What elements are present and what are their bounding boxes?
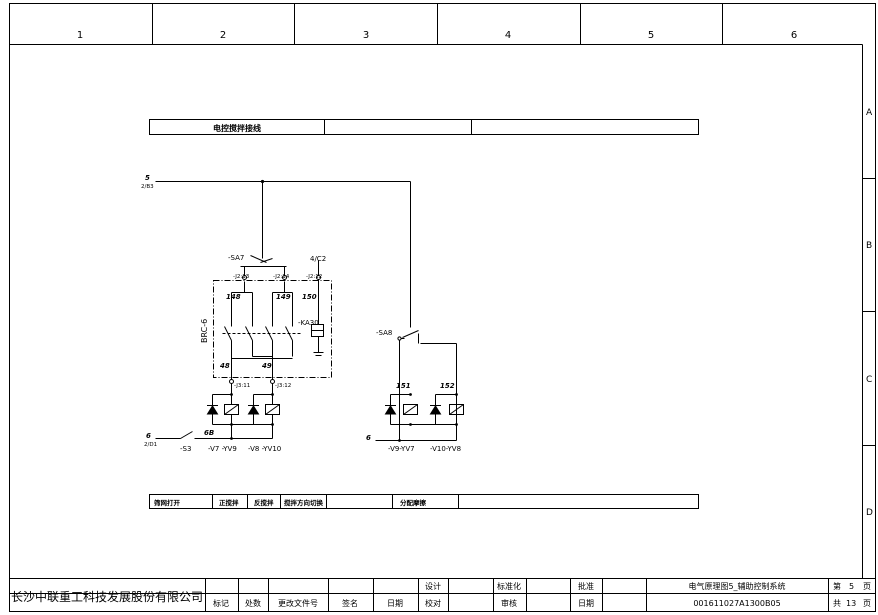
title-cell: 批准 bbox=[578, 581, 594, 591]
cross-ref: 4/C2 bbox=[310, 255, 326, 263]
wire-label: 150 bbox=[302, 293, 317, 301]
page-number: 5 bbox=[849, 582, 854, 591]
total-unit: 页 bbox=[863, 599, 871, 608]
column-label: 6 bbox=[791, 30, 797, 41]
title-cell: 标准化 bbox=[497, 581, 521, 591]
wire-label: 49 bbox=[262, 362, 272, 370]
switch-label: -SA7 bbox=[228, 254, 244, 262]
row-label: C bbox=[866, 375, 872, 385]
switch-label: -SA8 bbox=[376, 329, 392, 337]
total-label: 共 bbox=[833, 599, 841, 608]
coil-label: -KA30 bbox=[298, 319, 319, 327]
row-label: D bbox=[866, 508, 873, 518]
terminal-label: -J2:13 bbox=[233, 274, 250, 280]
terminal-label: -J3:11 bbox=[234, 383, 250, 389]
cross-ref: 2/D1 bbox=[144, 442, 157, 448]
title-cell: 审核 bbox=[501, 598, 517, 608]
wire-label: 149 bbox=[276, 293, 291, 301]
bottom-bar-label: 搅拌方向切换 bbox=[284, 498, 324, 507]
valve-label: -V10-YV8 bbox=[430, 445, 461, 453]
page-label: 第 bbox=[833, 581, 841, 591]
title-cell: 签名 bbox=[342, 598, 358, 608]
wire-label: 48 bbox=[220, 362, 230, 370]
drawing-number: 001611027A1300B05 bbox=[693, 599, 780, 608]
valve-label: -V9-YV7 bbox=[388, 445, 415, 453]
page-unit: 页 bbox=[863, 582, 871, 591]
title-cell: 日期 bbox=[578, 599, 594, 608]
drawing-title: 电气原理图5_辅助控制系统 bbox=[688, 581, 785, 591]
bottom-bar-label: 正搅拌 bbox=[219, 498, 239, 507]
valve-label: -V7 -YV9 bbox=[208, 445, 237, 453]
terminal-label: -J3:12 bbox=[275, 383, 291, 389]
switch-label: -S3 bbox=[180, 445, 191, 453]
row-label: A bbox=[866, 108, 873, 118]
box-label: BRC-6 bbox=[200, 319, 209, 343]
column-label: 5 bbox=[648, 30, 654, 41]
title-cell: 日期 bbox=[387, 599, 403, 608]
wire-label: 152 bbox=[440, 382, 455, 390]
title-cell: 处数 bbox=[245, 598, 261, 608]
title-cell: 标记 bbox=[213, 598, 229, 608]
bottom-bar-label: 分配摩擦 bbox=[400, 498, 427, 507]
row-label: B bbox=[866, 241, 872, 251]
column-label: 4 bbox=[505, 30, 511, 41]
bottom-bar-label: 筛网打开 bbox=[154, 498, 181, 507]
bottom-bar-label: 反搅拌 bbox=[254, 498, 274, 507]
wire-label: 151 bbox=[396, 382, 411, 390]
wire-label: 6 bbox=[146, 432, 151, 440]
title-cell: 校对 bbox=[425, 598, 441, 608]
outer-frame bbox=[9, 3, 876, 612]
cross-ref: 2/B3 bbox=[141, 184, 154, 190]
wire-label: 6 bbox=[366, 434, 371, 442]
terminal-label: -J2:12 bbox=[306, 274, 322, 280]
column-label: 3 bbox=[363, 30, 369, 41]
terminal-label: -J2:14 bbox=[273, 274, 290, 280]
valve-label: -V8 -YV10 bbox=[248, 445, 281, 453]
wire-label: 6B bbox=[204, 429, 214, 437]
column-label: 2 bbox=[220, 30, 226, 41]
top-bar-title: 电控搅拌接线 bbox=[213, 123, 261, 133]
title-cell: 更改文件号 bbox=[278, 598, 318, 608]
column-label: 1 bbox=[77, 30, 83, 41]
total-number: 13 bbox=[846, 599, 856, 608]
wire-label: 5 bbox=[145, 174, 150, 182]
company-name: 长沙中联重工科技发展股份有限公司 bbox=[11, 589, 203, 604]
wire-label: 148 bbox=[226, 293, 241, 301]
title-cell: 设计 bbox=[425, 581, 441, 591]
